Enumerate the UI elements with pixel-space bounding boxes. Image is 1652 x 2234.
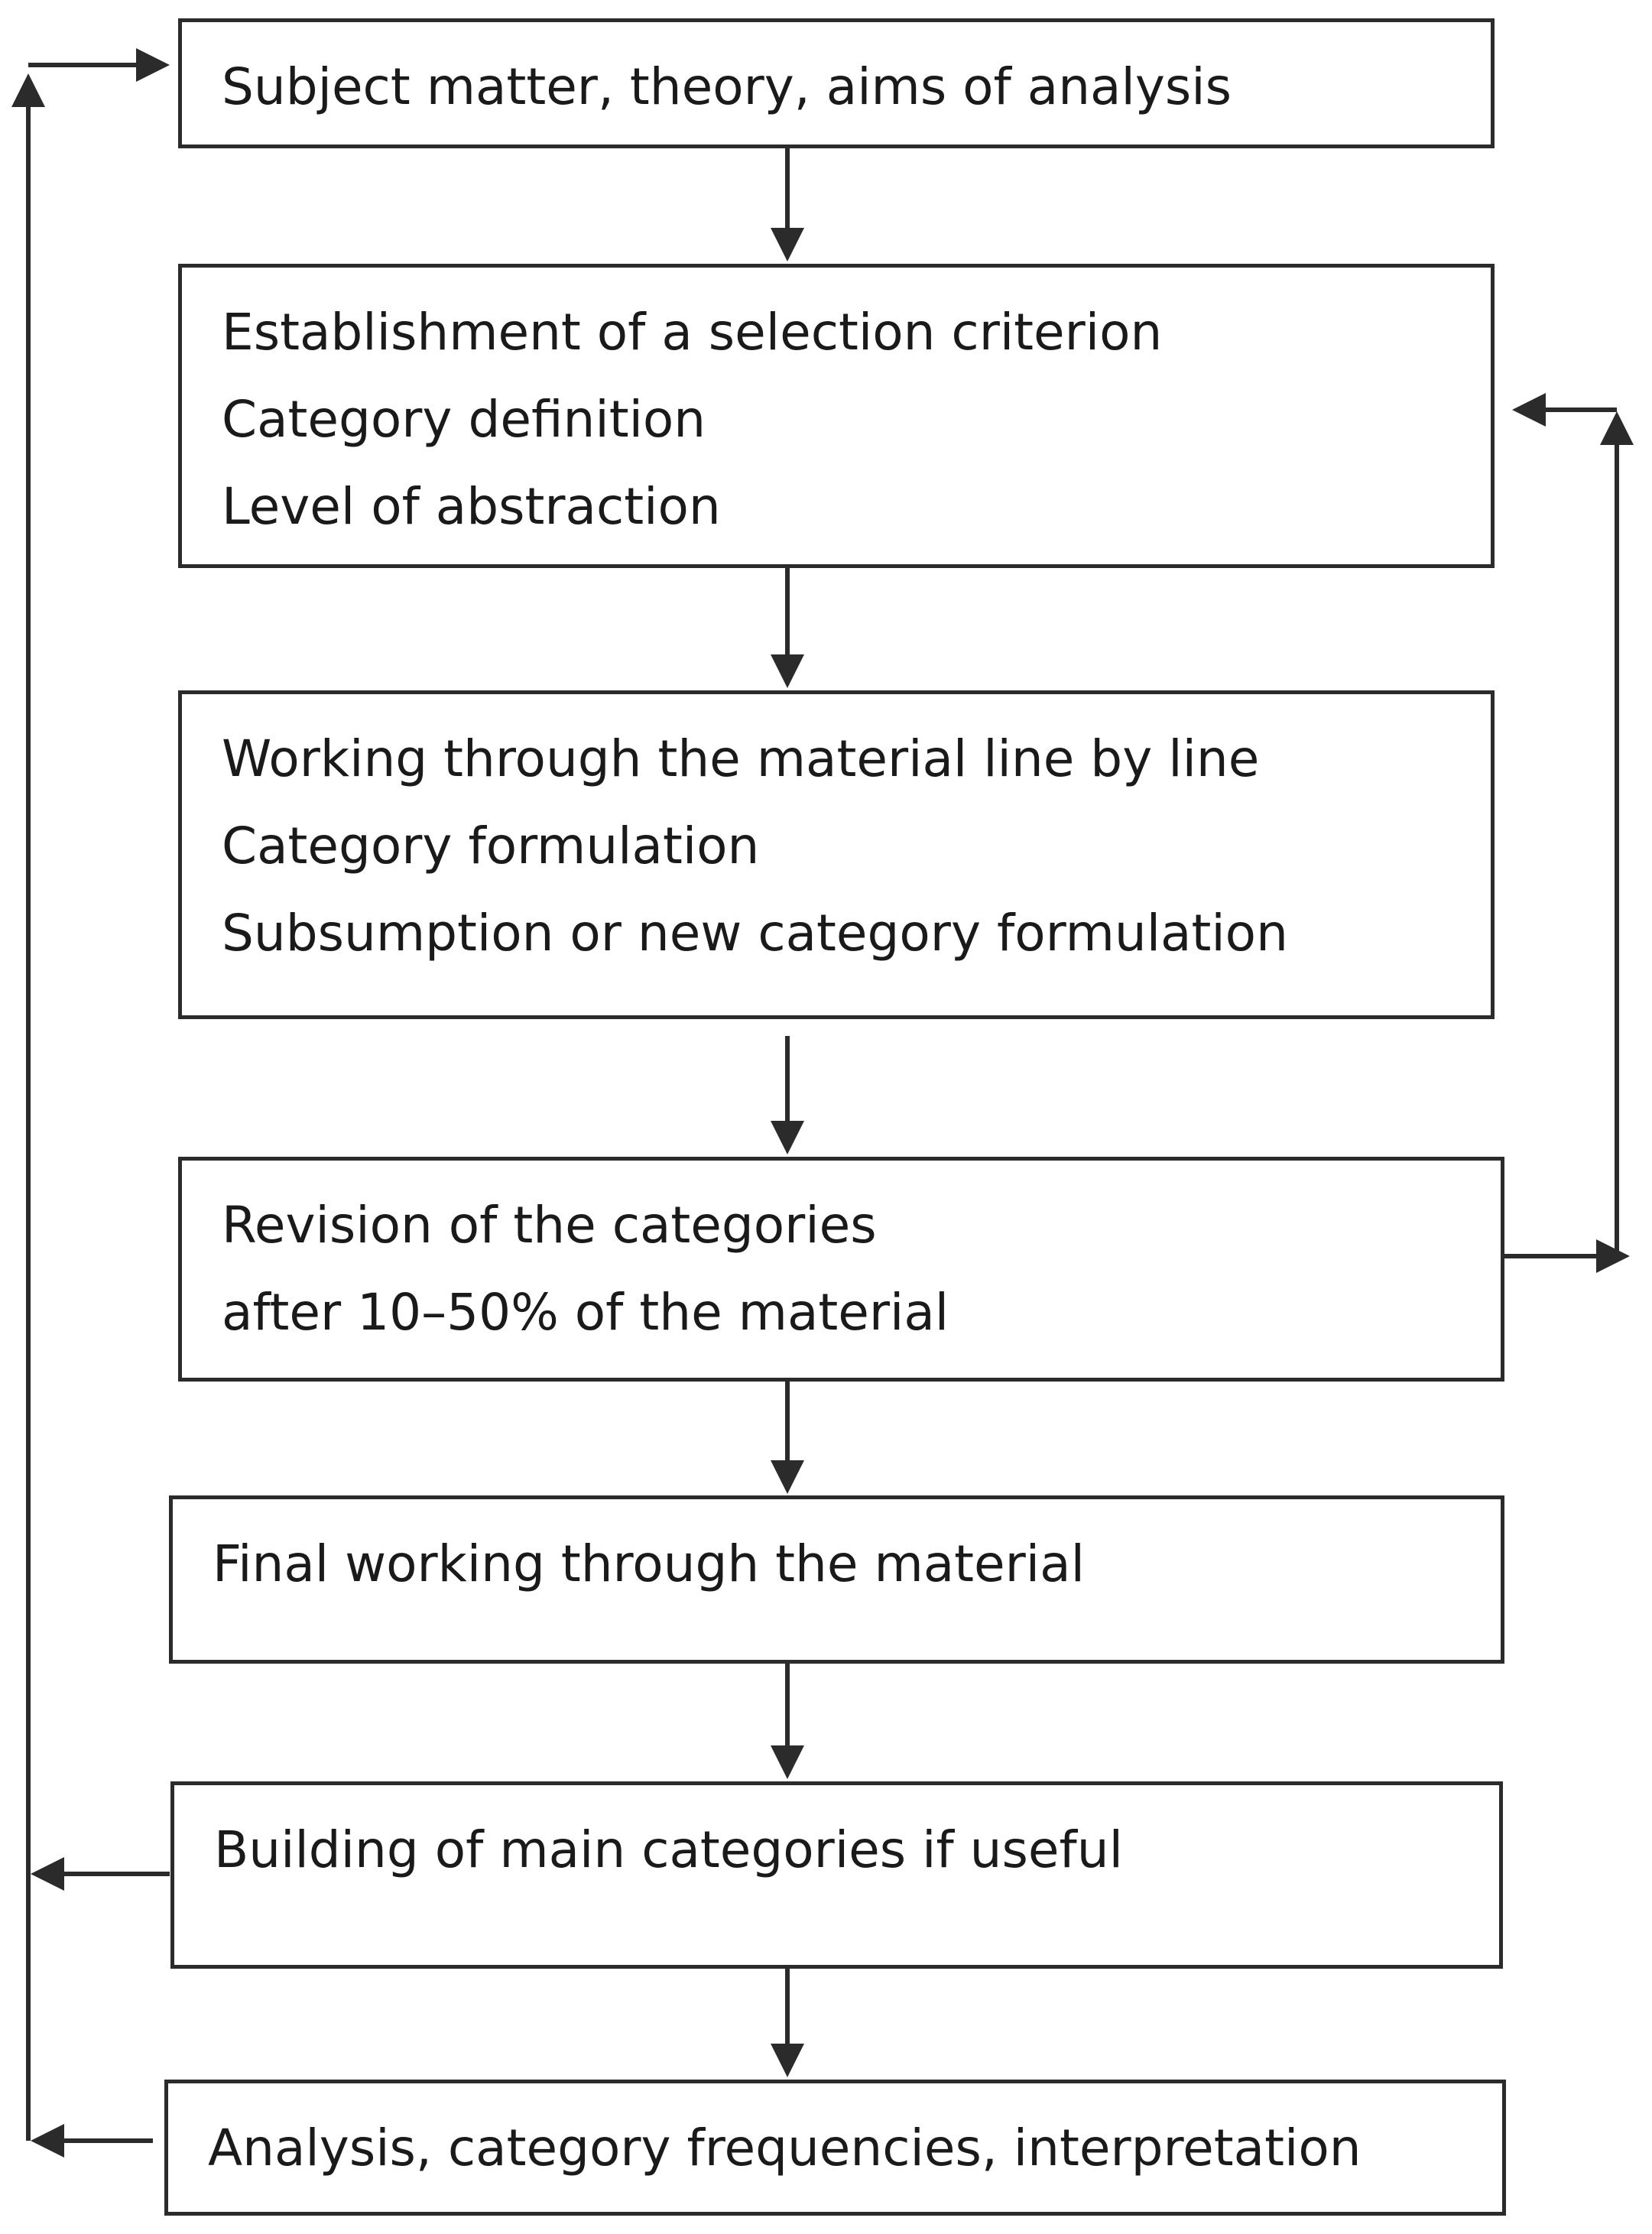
step-text: Subject matter, theory, aims of analysis [222, 57, 1232, 116]
down-arrow-4-5 [771, 1380, 804, 1494]
step-box-analysis-interpretation: Analysis, category frequencies, interpre… [164, 2080, 1506, 2216]
step-text: Building of main categories if useful [214, 1820, 1123, 1879]
down-arrow-1-2 [771, 148, 804, 261]
step-box-building-main-categories: Building of main categories if useful [170, 1781, 1503, 1969]
step-text: Working through the material line by lin… [222, 729, 1260, 788]
step-text: Establishment of a selection criterion [222, 303, 1163, 362]
step-text: Revision of the categories [222, 1196, 877, 1255]
step-box-final-working-through: Final working through the material [169, 1495, 1504, 1664]
down-arrow-2-3 [771, 566, 804, 688]
down-arrow-3-4 [771, 1036, 804, 1154]
down-arrow-5-6 [771, 1661, 804, 1779]
step-box-subject-matter: Subject matter, theory, aims of analysis [178, 18, 1495, 148]
step-box-category-definition: Establishment of a selection criterion C… [178, 264, 1495, 568]
step-text: Final working through the material [213, 1534, 1085, 1593]
left-feedback-loop [11, 48, 170, 2158]
step-text: Analysis, category frequencies, interpre… [208, 2119, 1362, 2177]
step-text: after 10–50% of the material [222, 1283, 949, 1342]
step-text: Category definition [222, 390, 706, 449]
step-text: Subsumption or new category formulation [222, 904, 1288, 963]
step-text: Level of abstraction [222, 477, 721, 536]
down-arrow-6-7 [771, 1966, 804, 2077]
step-box-working-through-material: Working through the material line by lin… [178, 690, 1495, 1019]
revision-feedback-loop [1502, 393, 1634, 1273]
step-box-revision-of-categories: Revision of the categories after 10–50% … [178, 1157, 1504, 1382]
step-text: Category formulation [222, 817, 760, 875]
